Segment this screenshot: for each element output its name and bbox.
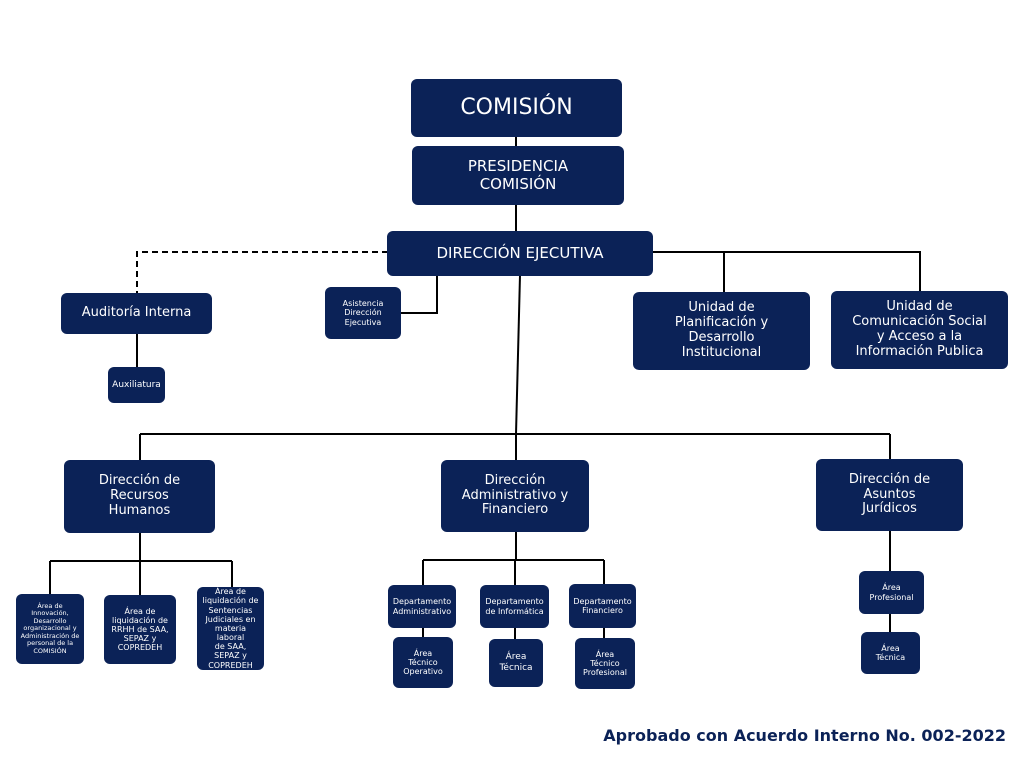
presidencia-box: PRESIDENCIA COMISIÓN (412, 146, 624, 205)
area-tecnico-profesional-box: Área Técnico Profesional (575, 638, 635, 689)
departamento-financiero-box: Departamento Financiero (569, 584, 636, 628)
auditoria-interna-box: Auditoría Interna (61, 293, 212, 334)
unidad-comunicacion-box: Unidad de Comunicación Social y Acceso a… (831, 291, 1008, 369)
departamento-informatica-box: Departamento de Informática (480, 585, 549, 628)
departamento-administrativo-box: Departamento Administrativo (388, 585, 456, 628)
area-liquidacion-rrhh-box: Área de liquidación de RRHH de SAA, SEPA… (104, 595, 176, 664)
area-innovacion-box: Área de Innovación, Desarrollo organizac… (16, 594, 84, 664)
direccion-juridicos-box: Dirección de Asuntos Jurídicos (816, 459, 963, 531)
area-tecnico-operativo-box: Área Técnico Operativo (393, 637, 453, 688)
asistencia-direccion-box: Asistencia Dirección Ejecutiva (325, 287, 401, 339)
comision-box: COMISIÓN (411, 79, 622, 137)
area-tecnica-informatica-box: Área Técnica (489, 639, 543, 687)
auxiliatura-box: Auxiliatura (108, 367, 165, 403)
area-profesional-box: Área Profesional (859, 571, 924, 614)
direccion-ejecutiva-box: DIRECCIÓN EJECUTIVA (387, 231, 653, 276)
approval-note: Aprobado con Acuerdo Interno No. 002-202… (603, 726, 1006, 745)
unidad-planificacion-box: Unidad de Planificación y Desarrollo Ins… (633, 292, 810, 370)
area-liquidacion-sentencias-box: Área de liquidación de Sentencias Judici… (197, 587, 264, 670)
direccion-administrativo-box: Dirección Administrativo y Financiero (441, 460, 589, 532)
direccion-rrhh-box: Dirección de Recursos Humanos (64, 460, 215, 533)
area-tecnica-juridicos-box: Área Técnica (861, 632, 920, 674)
